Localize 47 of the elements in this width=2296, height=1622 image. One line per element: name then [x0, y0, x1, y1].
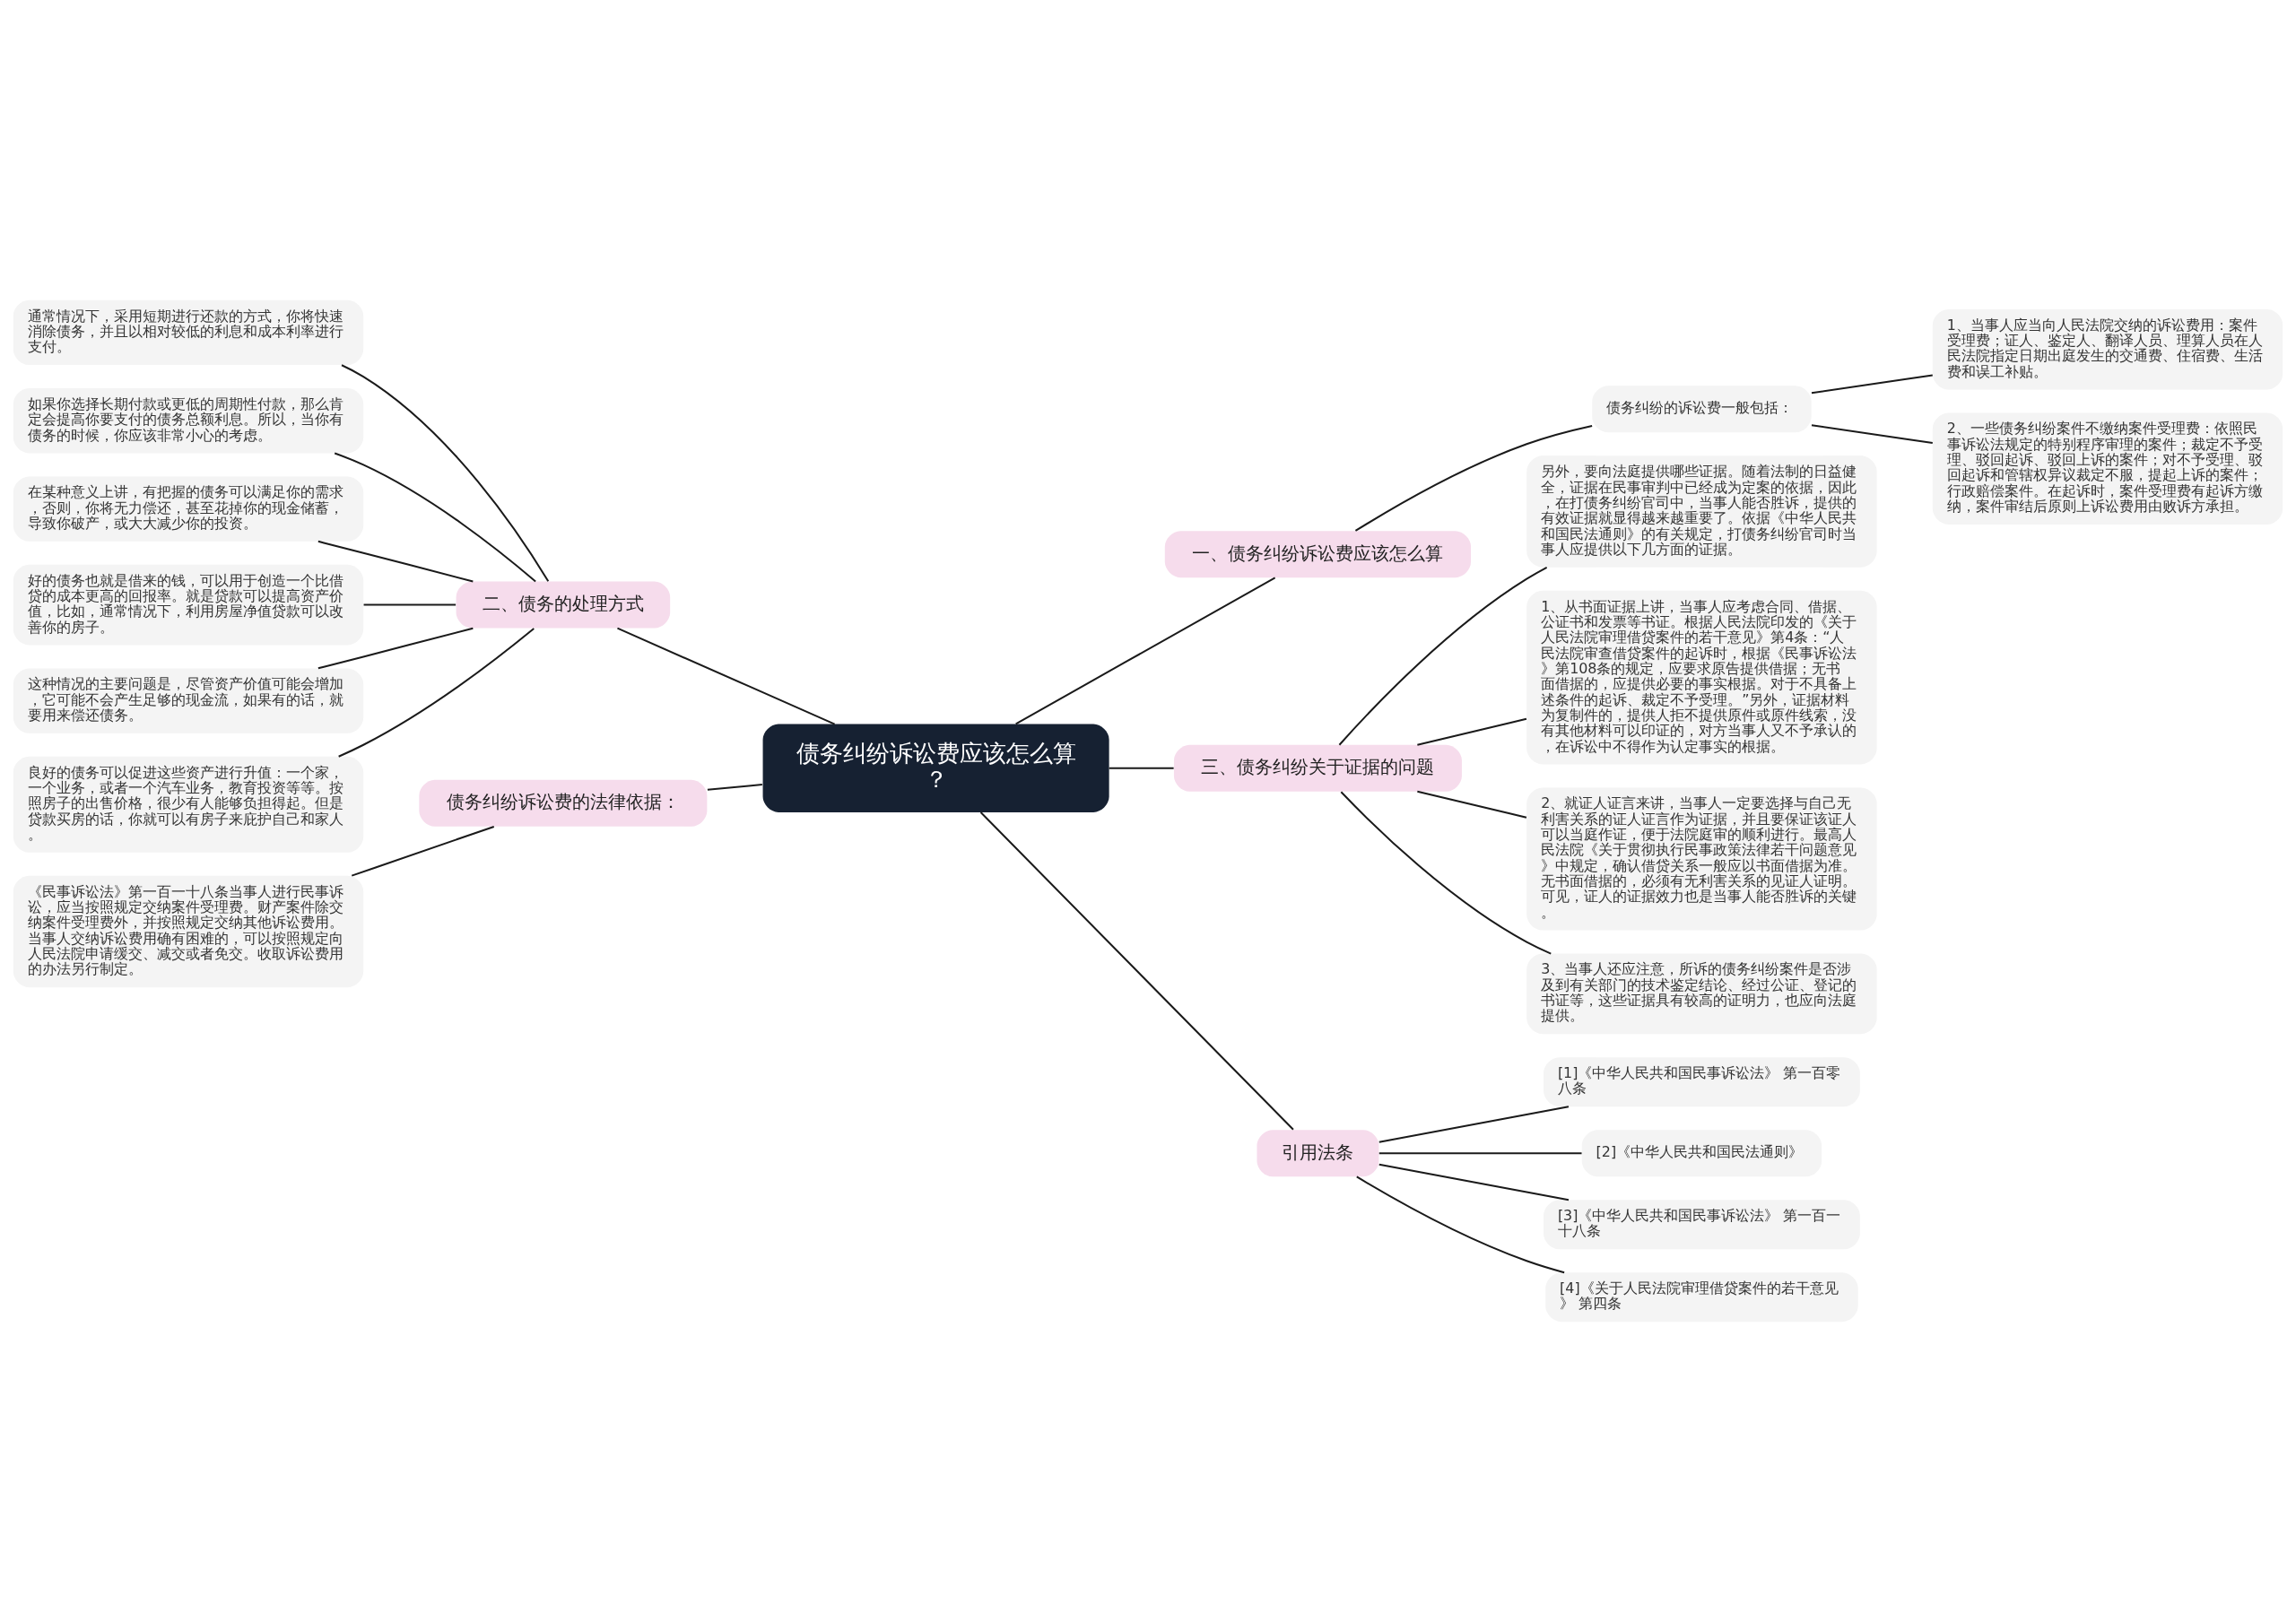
node-box: [2]《中华人民共和国民法通则》 — [1581, 1130, 1822, 1177]
connector — [1378, 1152, 1582, 1155]
node-box: 在某种意义上讲，有把握的债务可以满足你的需求，否则，你将无力偿还，甚至花掉你的现金储蓄，导致你破产，或大大减少你的投资。 — [13, 476, 364, 542]
connector — [338, 628, 535, 758]
node-box: [4]《关于人民法院审理借贷案件的若干意见》 第四条 — [1545, 1272, 1858, 1323]
node-box: 2、就证人证言来讲，当事人一定要选择与自己无利害关系的证人证言作为证据，并且要保证该证人可以当庭作证，便于法院庭审的顺利进行。最高人民法院《关于贯彻执行民事政策法律若干问题意见》中规定，确认借贷关系一般应以书面借据为准。无书面借据的，必须有无利害关系的见证人证明。可见，证人的证据效力也是当事人能否胜诉的关键。 — [1526, 787, 1877, 931]
connector — [1356, 1175, 1565, 1274]
connector — [341, 364, 550, 582]
node-box: 如果你选择长期付款或更低的周期性付款，那么肯定会提高你要支付的债务总额利息。所以，当你有债务的时候，你应该非常小心的考虑。 — [13, 388, 364, 454]
node-box: 债务纠纷的诉讼费一般包括： — [1592, 386, 1812, 433]
connector — [1417, 790, 1527, 819]
node-box: 三、债务纠纷关于证据的问题 — [1173, 744, 1462, 792]
connector — [317, 540, 474, 583]
node-box: 引用法条 — [1257, 1130, 1379, 1177]
node-box: [3]《中华人民共和国民事诉讼法》 第一百一十八条 — [1544, 1200, 1860, 1250]
node-box: 这种情况的主要问题是，尽管资产价值可能会增加，它可能不会产生足够的现金流，如果有的话，就要用来偿还债务。 — [13, 668, 364, 733]
node-box: 2、一些债务纠纷案件不缴纳案件受理费：依照民事诉讼法规定的特别程序审理的案件；裁定不予受理、驳回起诉、驳回上诉的案件；对不予受理、驳回起诉和管辖权异议裁定不服，提起上诉的案件；行政赔偿案件。在起诉时，案件受理费有起诉方缴纳，案件审结后原则上诉讼费用由败诉方承担。 — [1932, 412, 2283, 525]
connector — [1811, 374, 1933, 395]
node-box: 《民事诉讼法》第一百一十八条当事人进行民事诉讼，应当按照规定交纳案件受理费。财产案件除交纳案件受理费外，并按照规定交纳其他诉讼费用。当事人交纳诉讼费用确有困难的，可以按照规定向人民法院申请缓交、减交或者免交。收取诉讼费用的办法另行制定。 — [13, 875, 364, 988]
connector — [1417, 717, 1527, 746]
connector — [617, 627, 836, 725]
connector — [707, 783, 762, 791]
node-box: 3、当事人还应注意，所诉的债务纠纷案件是否涉及到有关部门的技术鉴定结论、经过公证、登记的书证等，这些证据具有较高的证明力，也应向法庭提供。 — [1526, 953, 1877, 1035]
connector — [1340, 791, 1552, 955]
connector — [1338, 566, 1548, 746]
node-box: 债务纠纷诉讼费应该怎么算？ — [762, 724, 1109, 812]
connector — [1109, 767, 1174, 769]
node-box: 另外，要向法庭提供哪些证据。随着法制的日益健全，证据在民事审判中已经成为定案的依据，因此，在打债务纠纷官司中，当事人能否胜诉，提供的有效证据就显得越来越重要了。依据《中华人民共和国民法通则》的有关规定，打债务纠纷官司时当事人应提供以下几方面的证据。 — [1526, 455, 1877, 568]
connector — [351, 825, 495, 877]
node-box: 1、从书面证据上讲，当事人应考虑合同、借据、公证书和发票等书证。根据人民法院印发的《关于人民法院审理借贷案件的若干意见》第4条：“人民法院审查借贷案件的起诉时，根据《民事诉讼法》第108条的规定，应要求原告提供借据；无书面借据的，应提供必要的事实根据。对于不具备上述条件的起诉、裁定不予受理。”另外，证据材料为复制件的，提供人拒不提供原件或原件线索，没有其他材料可以印证的，对方当事人又不予承认的，在诉讼中不得作为认定事实的根据。 — [1526, 590, 1877, 765]
node-box: 债务纠纷诉讼费的法律依据： — [419, 779, 708, 827]
connector — [1378, 1106, 1570, 1143]
node-box: [1]《中华人民共和国民事诉讼法》 第一百零八条 — [1544, 1057, 1860, 1107]
node-box: 良好的债务可以促进这些资产进行升值：一个家，一个业务，或者一个汽车业务，教育投资等等。按照房子的出售价格，很少有人能够负担得起。但是贷款买房的话，你就可以有房子来庇护自己和家人。 — [13, 756, 364, 853]
connector — [1378, 1163, 1570, 1201]
connector — [979, 811, 1294, 1131]
node-box: 通常情况下，采用短期进行还款的方式，你将快速消除债务，并且以相对较低的利息和成本利率进行支付。 — [13, 299, 364, 366]
connector — [1811, 424, 1933, 445]
connector — [1015, 577, 1276, 725]
node-box: 好的债务也就是借来的钱，可以用于创造一个比借贷的成本更高的回报率。就是贷款可以提高资产价值，比如，通常情况下，利用房屋净值贷款可以改善你的房子。 — [13, 564, 364, 646]
node-box: 二、债务的处理方式 — [456, 581, 671, 629]
connector — [363, 603, 457, 606]
node-box: 一、债务纠纷诉讼费应该怎么算 — [1164, 531, 1472, 578]
connector — [334, 452, 536, 583]
connector — [1354, 425, 1593, 532]
node-box: 1、当事人应当向人民法院交纳的诉讼费用：案件受理费；证人、鉴定人、翻译人员、理算人员在人民法院指定日期出庭发生的交通费、住宿费、生活费和误工补贴。 — [1932, 308, 2283, 390]
connector — [317, 627, 474, 670]
